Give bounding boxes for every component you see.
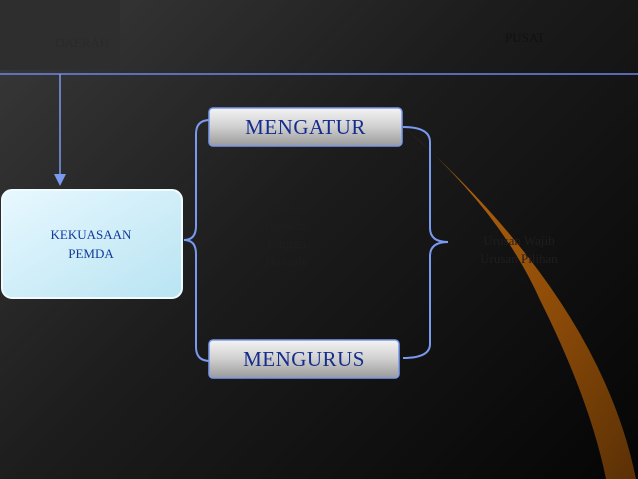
mengurus-label: MENGURUS — [243, 346, 365, 371]
household-line: Urusan — [265, 201, 306, 216]
mengatur-label: MENGATUR — [245, 114, 366, 139]
right-brace — [402, 126, 449, 359]
region-label: DAERAH — [55, 35, 110, 50]
power-box-line2: PEMDA — [68, 246, 114, 261]
affair-type-line: Urusan Pilihan — [480, 251, 558, 266]
mengatur-shape — [208, 107, 403, 147]
household-line: Tangga — [265, 237, 307, 252]
affair-types-text: Urusan Wajib Urusan Pilihan — [456, 232, 582, 268]
household-line: Rumah — [265, 219, 306, 234]
power-box-shape — [1, 189, 183, 299]
power-box: KEKUASAAN PEMDA — [2, 190, 180, 298]
household-line: Daerah — [265, 255, 306, 270]
household-affairs-text: Urusan Rumah Tangga Daerah — [265, 200, 306, 272]
affair-type-line: Urusan Wajib — [483, 233, 555, 248]
mengurus-shape — [208, 339, 400, 379]
beam-shape — [405, 128, 636, 479]
center-label: PUSAT — [505, 30, 545, 45]
power-box-line1: KEKUASAAN — [50, 227, 132, 242]
corner-shade — [0, 0, 120, 70]
left-brace — [183, 119, 211, 362]
